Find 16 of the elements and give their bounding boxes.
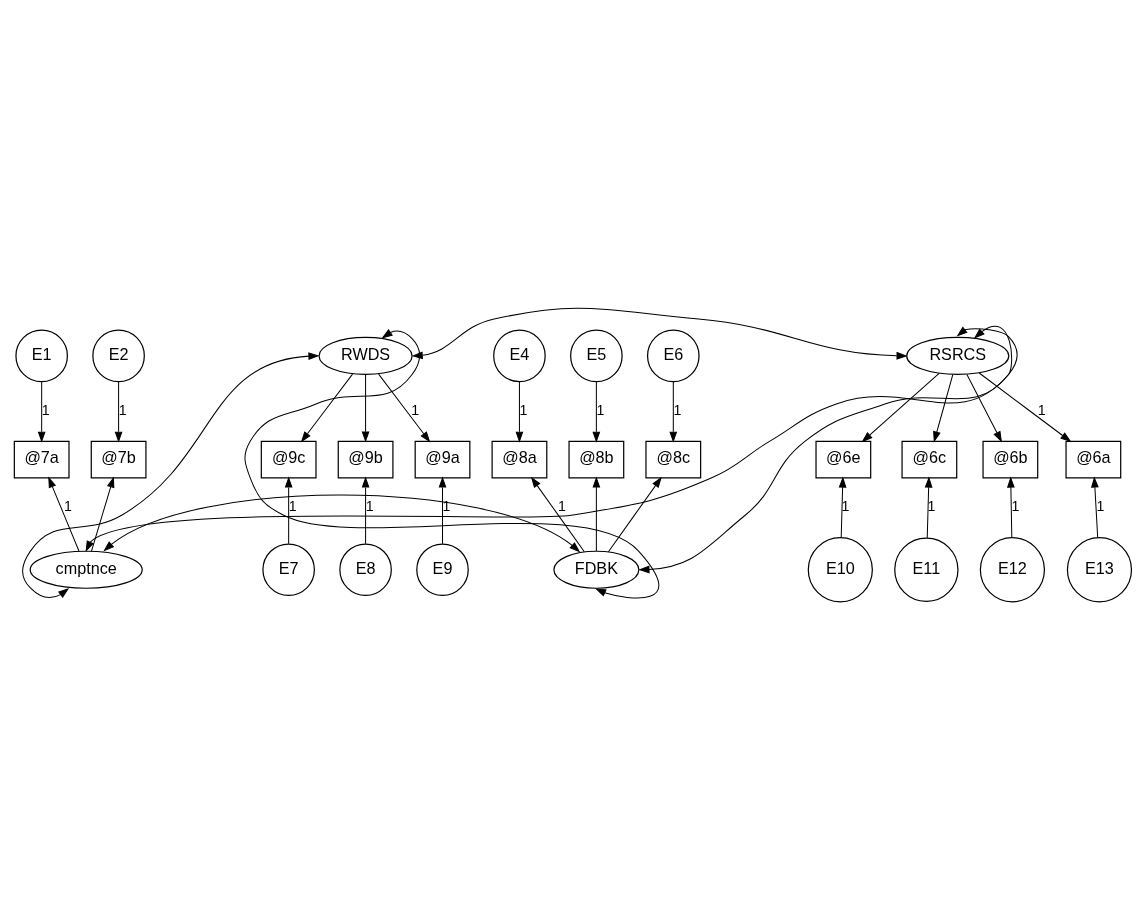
edge-label: 1 <box>118 402 127 419</box>
edge-label: 1 <box>442 498 450 515</box>
edge-label: 1 <box>926 498 935 515</box>
edge-label: 1 <box>1011 498 1019 515</box>
edge-label: 1 <box>1037 402 1046 419</box>
edge-label: 1 <box>672 402 681 419</box>
edge-label: 1 <box>595 402 604 419</box>
edge-label: 1 <box>840 498 849 515</box>
edge-label: 1 <box>1096 498 1104 515</box>
edge-label: 1 <box>365 498 374 515</box>
edge-label: 1 <box>557 498 566 515</box>
edge-label: 1 <box>519 402 527 419</box>
edge-label: 1 <box>41 402 50 419</box>
edge-label: 1 <box>288 498 297 515</box>
edge-label: 1 <box>410 402 419 419</box>
edge-label: 1 <box>63 498 72 515</box>
